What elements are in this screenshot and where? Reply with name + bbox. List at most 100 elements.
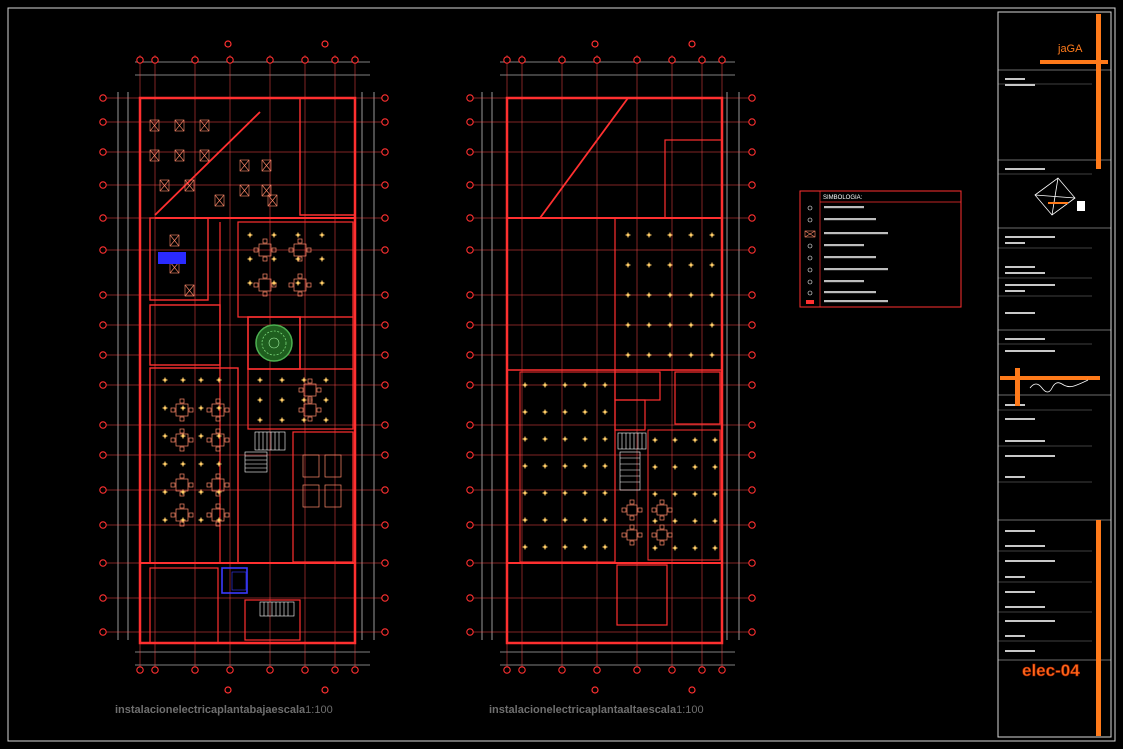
legend-text-line [824, 218, 876, 221]
chair-icon [297, 238, 303, 244]
chair-icon [179, 503, 185, 509]
desk-icon [261, 184, 272, 197]
axis-bubble-icon [718, 666, 726, 674]
desk-icon [169, 234, 180, 247]
axis-bubble-icon [633, 666, 641, 674]
axis-bubble-icon [381, 628, 389, 636]
table-icon [656, 529, 668, 541]
upper-stair-icon [617, 432, 647, 491]
axis-bubble-icon [331, 666, 339, 674]
title-block-text-line [1005, 284, 1055, 286]
title-block-text-line [1005, 545, 1045, 547]
ground-axis-bubbles [99, 40, 389, 694]
ground-plan-caption-scale: 1:100 [305, 704, 333, 716]
table-icon [303, 383, 317, 397]
desk-icon [149, 119, 160, 132]
axis-bubble-icon [301, 666, 309, 674]
desk-icon [199, 149, 210, 162]
chair-icon [253, 282, 259, 288]
upper-plan-caption: instalacionelectricaplantaaltaescala1:10… [489, 704, 704, 716]
chair-icon [316, 387, 322, 393]
table-icon [175, 478, 189, 492]
axis-bubble-icon [748, 381, 756, 389]
axis-bubble-icon [381, 118, 389, 126]
chair-icon [179, 446, 185, 452]
axis-bubble-icon [381, 291, 389, 299]
legend-text-line [824, 256, 876, 259]
axis-bubble-icon [466, 594, 474, 602]
axis-bubble-icon [99, 628, 107, 636]
signature-mark [1000, 368, 1100, 406]
axis-bubble-icon [381, 559, 389, 567]
desk-icon [184, 284, 195, 297]
ground-floor-plan: instalacionelectricaplantabajaescala1:10… [99, 40, 389, 716]
legend-rows [804, 205, 888, 304]
axis-bubble-icon [266, 666, 274, 674]
axis-bubble-icon [151, 666, 159, 674]
ground-plan-caption: instalacionelectricaplantabajaescala1:10… [115, 704, 333, 716]
axis-bubble-icon [99, 118, 107, 126]
chair-icon [298, 387, 304, 393]
axis-bubble-icon [99, 351, 107, 359]
title-block-frame [997, 11, 1112, 738]
title-block: jaGA elec-04 [998, 14, 1111, 736]
axis-bubble-icon [99, 381, 107, 389]
upper-plan-caption-main: instalacionelectricaplantaaltaescala [489, 704, 677, 716]
title-block-text-line [1005, 338, 1045, 340]
axis-bubble-icon [668, 666, 676, 674]
axis-bubble-icon [381, 94, 389, 102]
legend-text-line [824, 300, 888, 303]
axis-bubble-icon [466, 118, 474, 126]
desk-icon [184, 179, 195, 192]
title-block-text-line [1005, 266, 1035, 268]
section-marker-icon [591, 40, 599, 48]
chair-icon [188, 407, 194, 413]
chair-icon [667, 507, 673, 513]
chair-icon [170, 407, 176, 413]
axis-bubble-icon [381, 214, 389, 222]
legend-symbol-icon [807, 243, 813, 249]
chair-icon [621, 532, 627, 538]
chair-icon [629, 540, 635, 546]
axis-bubble-icon [748, 148, 756, 156]
desk-icon [199, 119, 210, 132]
axis-bubble-icon [466, 351, 474, 359]
axis-bubble-icon [466, 628, 474, 636]
title-block-text-line [1005, 440, 1045, 442]
axis-bubble-icon [633, 56, 641, 64]
chair-icon [621, 507, 627, 513]
axis-bubble-icon [151, 56, 159, 64]
legend-box: SIMBOLOGIA: [799, 190, 962, 308]
axis-bubble-icon [748, 451, 756, 459]
ground-stair-icon [244, 431, 295, 617]
axis-bubble-icon [99, 291, 107, 299]
table-icon [211, 433, 225, 447]
locker-icon [324, 454, 342, 478]
chair-icon [215, 416, 221, 422]
title-block-text-line [1005, 312, 1035, 314]
chair-icon [215, 428, 221, 434]
axis-bubble-icon [99, 594, 107, 602]
title-block-text-line [1005, 272, 1045, 274]
axis-bubble-icon [748, 559, 756, 567]
legend-text-line [824, 268, 888, 271]
title-block-text-line [1005, 290, 1025, 292]
sheet-number: elec-04 [1022, 661, 1080, 680]
axis-bubble-icon [748, 214, 756, 222]
axis-bubble-icon [748, 181, 756, 189]
axis-bubble-icon [381, 181, 389, 189]
chair-icon [179, 398, 185, 404]
ground-tables [170, 238, 342, 527]
chair-icon [306, 247, 312, 253]
chair-icon [629, 524, 635, 530]
axis-bubble-icon [466, 321, 474, 329]
axis-bubble-icon [748, 486, 756, 494]
chair-icon [179, 416, 185, 422]
chair-icon [262, 256, 268, 262]
desk-icon [214, 194, 225, 207]
axis-bubble-icon [748, 321, 756, 329]
locker-icon [302, 484, 320, 508]
axis-bubble-icon [381, 451, 389, 459]
table-icon [656, 504, 668, 516]
